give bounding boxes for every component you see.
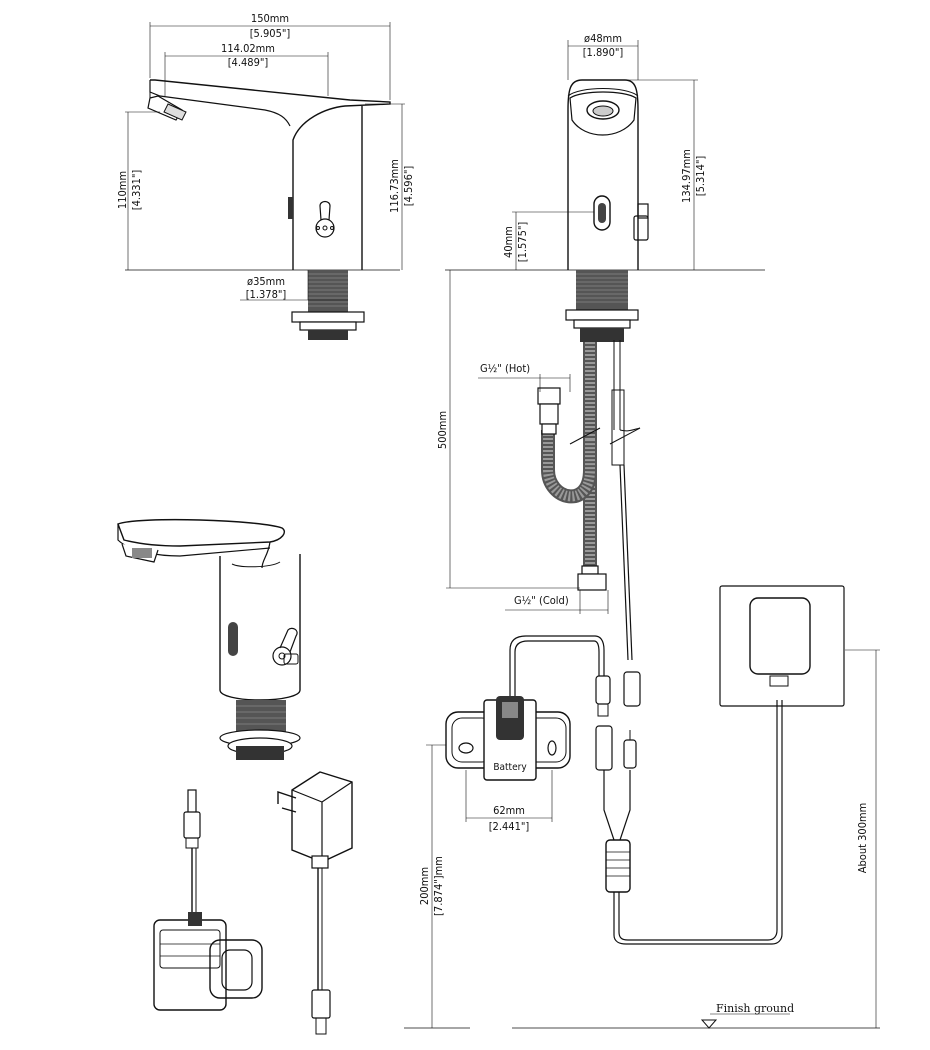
dim-box-width-mm: 62mm — [493, 804, 525, 817]
supply-hoses — [446, 270, 641, 661]
dim-sensor-height-in: [1.575"] — [516, 222, 529, 263]
faucet-perspective-view — [117, 518, 301, 760]
dim-height-mm: 110mm — [116, 171, 129, 209]
dim-width-total-in: [5.905"] — [250, 27, 291, 40]
dim-height2-mm: 116.73mm — [388, 159, 401, 213]
dim-spout-reach-mm: 114.02mm — [221, 42, 275, 55]
dim-height2-in: [4.596"] — [402, 166, 415, 207]
label-finish-ground: Finish ground — [716, 1002, 794, 1015]
control-box — [445, 635, 605, 822]
faucet-front-view — [445, 40, 765, 342]
power-adapter-view — [277, 771, 353, 1035]
dim-height-in: [4.331"] — [130, 170, 143, 211]
dim-width-total-mm: 150mm — [251, 12, 289, 25]
dim-box-width-in: [2.441"] — [489, 820, 530, 833]
dim-cable-200-mm: 200mm — [418, 867, 431, 905]
dim-body-dia-mm: ø48mm — [584, 32, 622, 45]
dim-front-height-in: [5.314"] — [694, 156, 707, 197]
label-battery: Battery — [493, 762, 527, 773]
label-cold-inlet: G½" (Cold) — [514, 594, 569, 607]
dim-hose-length: 500mm — [436, 411, 449, 449]
dim-spout-reach-in: [4.489"] — [228, 56, 269, 69]
dim-body-dia-in: [1.890"] — [583, 46, 624, 59]
faucet-side-view — [125, 22, 405, 340]
dim-front-height-mm: 134.97mm — [680, 149, 693, 203]
dim-cable-200-in: [7.874"]mm — [432, 856, 445, 916]
dim-shank-dia-mm: ø35mm — [247, 275, 285, 288]
dim-cable-300: About 300mm — [856, 803, 869, 874]
label-hot-inlet: G½" (Hot) — [480, 362, 530, 375]
dim-shank-dia-in: [1.378"] — [246, 288, 287, 301]
battery-pack-view — [153, 789, 263, 1011]
dim-sensor-height-mm: 40mm — [502, 226, 515, 258]
power-cables — [404, 585, 880, 1029]
